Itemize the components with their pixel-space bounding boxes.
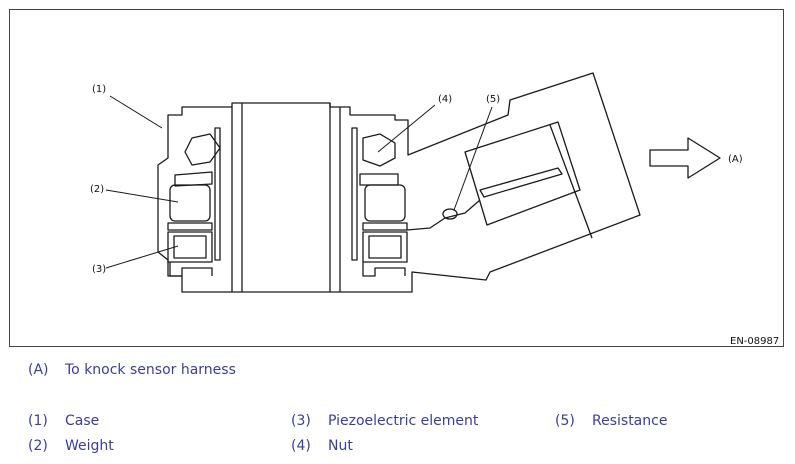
leader-3: [105, 245, 179, 269]
legend-key-3: (3): [291, 413, 311, 429]
connector-housing: [464, 121, 581, 226]
weight-left-cap: [174, 171, 213, 187]
legend-key-a: (A): [28, 362, 49, 378]
legend-text-a: To knock sensor harness: [65, 362, 236, 378]
case-groove-right: [351, 127, 358, 261]
resistor-body: [442, 208, 458, 220]
weight-left: [169, 184, 211, 222]
callout-5: (5): [486, 94, 500, 105]
legend-item-3: (3) Piezoelectric element: [291, 413, 478, 429]
case-groove-left: [214, 127, 221, 261]
legend-key-1: (1): [28, 413, 48, 429]
nut-right: [362, 133, 396, 167]
legend-item-4: (4) Nut: [291, 438, 353, 454]
weight-right-cap: [359, 173, 399, 186]
figure-id: EN-08987: [730, 336, 779, 347]
legend-text-2: Weight: [65, 438, 114, 454]
legend-item-2: (2) Weight: [28, 438, 114, 454]
leader-4: [377, 104, 436, 153]
callout-1: (1): [92, 84, 106, 95]
case-outline: [157, 72, 641, 293]
callout-a: (A): [728, 154, 743, 165]
connector-terminal: [479, 167, 563, 198]
legend-key-5: (5): [555, 413, 575, 429]
base-notch-right: [362, 262, 406, 277]
leader-1: [109, 95, 163, 129]
leader-5: [453, 106, 493, 211]
nut-left: [184, 133, 221, 166]
legend-item-1: (1) Case: [28, 413, 99, 429]
harness-arrow: [649, 137, 721, 179]
callout-3: (3): [92, 264, 106, 275]
weight-right: [364, 184, 406, 222]
legend-item-5: (5) Resistance: [555, 413, 667, 429]
callout-2: (2): [90, 184, 104, 195]
piezo-right: [362, 231, 408, 263]
legend-key-2: (2): [28, 438, 48, 454]
base-notch-left: [169, 262, 213, 277]
piezo-right-plate: [362, 222, 408, 231]
piezo-left-inner: [173, 235, 207, 259]
legend-text-5: Resistance: [592, 413, 668, 429]
piezo-left-plate: [167, 222, 213, 231]
legend-arrow-row: (A) To knock sensor harness: [28, 362, 236, 378]
knock-sensor-cross-section: (1) (2) (3) (4) (5) (A) EN-08987: [90, 72, 779, 347]
piezo-right-inner: [368, 235, 402, 259]
legend-key-4: (4): [291, 438, 311, 454]
legend-text-1: Case: [65, 413, 100, 429]
piezo-left: [167, 231, 213, 263]
legend-text-3: Piezoelectric element: [328, 413, 479, 429]
legend-text-4: Nut: [328, 438, 353, 454]
callout-4: (4): [438, 94, 452, 105]
connector-edge: [549, 124, 593, 239]
figure-frame: (1) (2) (3) (4) (5) (A) EN-08987: [9, 9, 784, 347]
leader-2: [105, 189, 179, 203]
